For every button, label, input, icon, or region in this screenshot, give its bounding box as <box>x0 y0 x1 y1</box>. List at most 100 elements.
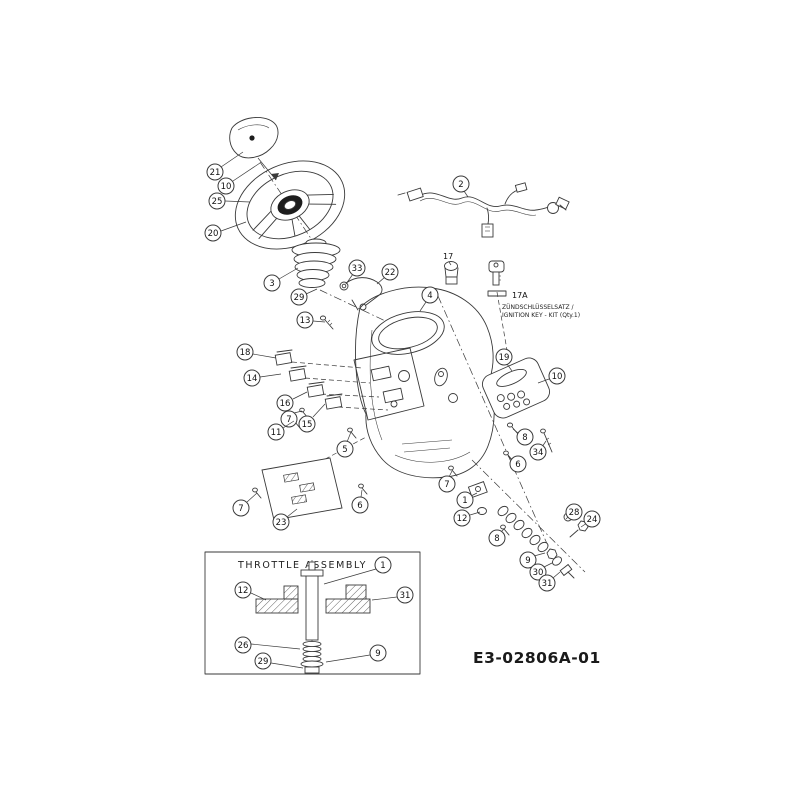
svg-text:10: 10 <box>552 372 563 382</box>
callout-19: 19 <box>495 348 513 372</box>
switch-1 <box>274 349 293 366</box>
callout-4: 4 <box>419 286 439 312</box>
svg-text:16: 16 <box>280 399 291 409</box>
callout-30: 30 <box>529 562 553 581</box>
svg-text:29: 29 <box>294 293 305 303</box>
svg-text:31: 31 <box>542 579 553 589</box>
svg-text:29: 29 <box>258 657 269 667</box>
plate-screw-right <box>358 483 368 495</box>
callout-25: 25 <box>208 192 251 210</box>
svg-text:8: 8 <box>494 534 499 544</box>
throttle-inset: THROTTLE ASSEMBLY <box>204 551 421 675</box>
callout-5: 5 <box>336 431 354 458</box>
ignition-switch-label: 17 <box>443 252 453 261</box>
callout-31: 31 <box>538 571 561 592</box>
callout-2: 2 <box>452 175 470 198</box>
svg-text:3: 3 <box>269 279 274 289</box>
inset-callout-29: 29 <box>254 652 304 670</box>
svg-text:7: 7 <box>286 415 291 425</box>
key-kit-text-en: IGNITION KEY - KIT (Qty.1) <box>502 312 580 319</box>
svg-text:8: 8 <box>522 433 527 443</box>
ignition-key-kit: 17 17A ZÜNDSCHLÜSSELSATZ / IGNITION KEY … <box>443 252 580 319</box>
svg-text:31: 31 <box>400 591 411 601</box>
key-kit-label: 17A <box>512 291 528 300</box>
vent-plate <box>252 427 368 521</box>
svg-text:20: 20 <box>208 229 219 239</box>
svg-text:18: 18 <box>240 348 251 358</box>
callout-9: 9 <box>519 551 546 569</box>
callout-20: 20 <box>204 221 247 242</box>
svg-text:12: 12 <box>457 514 468 524</box>
callout-24: 24 <box>580 510 601 528</box>
screw-7 <box>448 465 458 477</box>
svg-text:14: 14 <box>247 374 258 384</box>
inset-callout-31: 31 <box>371 586 414 604</box>
svg-text:24: 24 <box>587 515 598 525</box>
shift-lever <box>339 277 383 311</box>
svg-text:23: 23 <box>276 518 287 528</box>
callout-6b: 6 <box>351 489 369 514</box>
callout-1: 1 <box>456 491 478 509</box>
callout-18: 18 <box>236 343 277 361</box>
svg-text:13: 13 <box>300 316 311 326</box>
fastener-chain <box>467 481 589 579</box>
callout-33: 33 <box>345 259 366 285</box>
callout-34: 34 <box>529 440 547 461</box>
callouts: 21 10 25 20 3 29 33 22 13 2 4 18 14 16 1… <box>204 151 601 670</box>
callout-23: 23 <box>272 508 298 531</box>
svg-text:34: 34 <box>533 448 544 458</box>
callout-13: 13 <box>296 311 326 329</box>
stud-31 <box>559 563 575 579</box>
svg-text:7: 7 <box>238 504 243 514</box>
svg-text:28: 28 <box>569 508 580 518</box>
svg-text:9: 9 <box>375 649 380 659</box>
callout-10: 10 <box>217 162 261 195</box>
callout-10b: 10 <box>537 367 566 385</box>
inset-callout-26: 26 <box>234 636 301 654</box>
inset-title: THROTTLE ASSEMBLY <box>237 560 367 571</box>
inset-callout-12: 12 <box>234 581 267 601</box>
svg-text:19: 19 <box>499 353 510 363</box>
callout-29: 29 <box>290 288 318 306</box>
steering-cap <box>229 117 279 181</box>
svg-text:21: 21 <box>210 168 221 178</box>
plate-screw-top <box>347 427 357 439</box>
svg-text:5: 5 <box>342 445 347 455</box>
callout-21: 21 <box>206 151 244 181</box>
ignition-switch <box>444 261 459 285</box>
svg-text:2: 2 <box>458 180 463 190</box>
plate-screw-left <box>252 487 262 499</box>
svg-text:6: 6 <box>515 460 520 470</box>
svg-text:25: 25 <box>212 197 223 207</box>
callout-6: 6 <box>507 455 527 473</box>
callout-22: 22 <box>376 263 399 285</box>
callout-7a: 7 <box>280 410 303 428</box>
console-body <box>353 286 495 479</box>
dash-gauge-insert <box>481 357 551 419</box>
svg-text:4: 4 <box>427 291 432 301</box>
boot-screw <box>319 315 334 330</box>
svg-text:12: 12 <box>238 586 249 596</box>
callout-7c: 7 <box>438 470 456 493</box>
svg-text:11: 11 <box>271 428 282 438</box>
switch-3 <box>306 381 325 398</box>
callout-28: 28 <box>565 503 583 521</box>
svg-text:7: 7 <box>444 480 449 490</box>
switch-4 <box>324 393 343 410</box>
svg-text:22: 22 <box>385 268 396 278</box>
callout-15: 15 <box>298 403 326 433</box>
callout-8: 8 <box>512 428 534 446</box>
callout-14: 14 <box>243 369 282 387</box>
callout-16: 16 <box>276 391 308 412</box>
callout-8b: 8 <box>488 528 506 547</box>
screw-8-lower <box>500 524 510 536</box>
inset-callout-1: 1 <box>323 556 392 585</box>
key-kit-text-de: ZÜNDSCHLÜSSELSATZ / <box>502 304 575 311</box>
callout-12: 12 <box>453 509 481 527</box>
wiring-harness <box>397 182 570 238</box>
svg-text:15: 15 <box>302 420 313 430</box>
switch-2 <box>288 365 307 382</box>
svg-text:1: 1 <box>462 496 467 506</box>
